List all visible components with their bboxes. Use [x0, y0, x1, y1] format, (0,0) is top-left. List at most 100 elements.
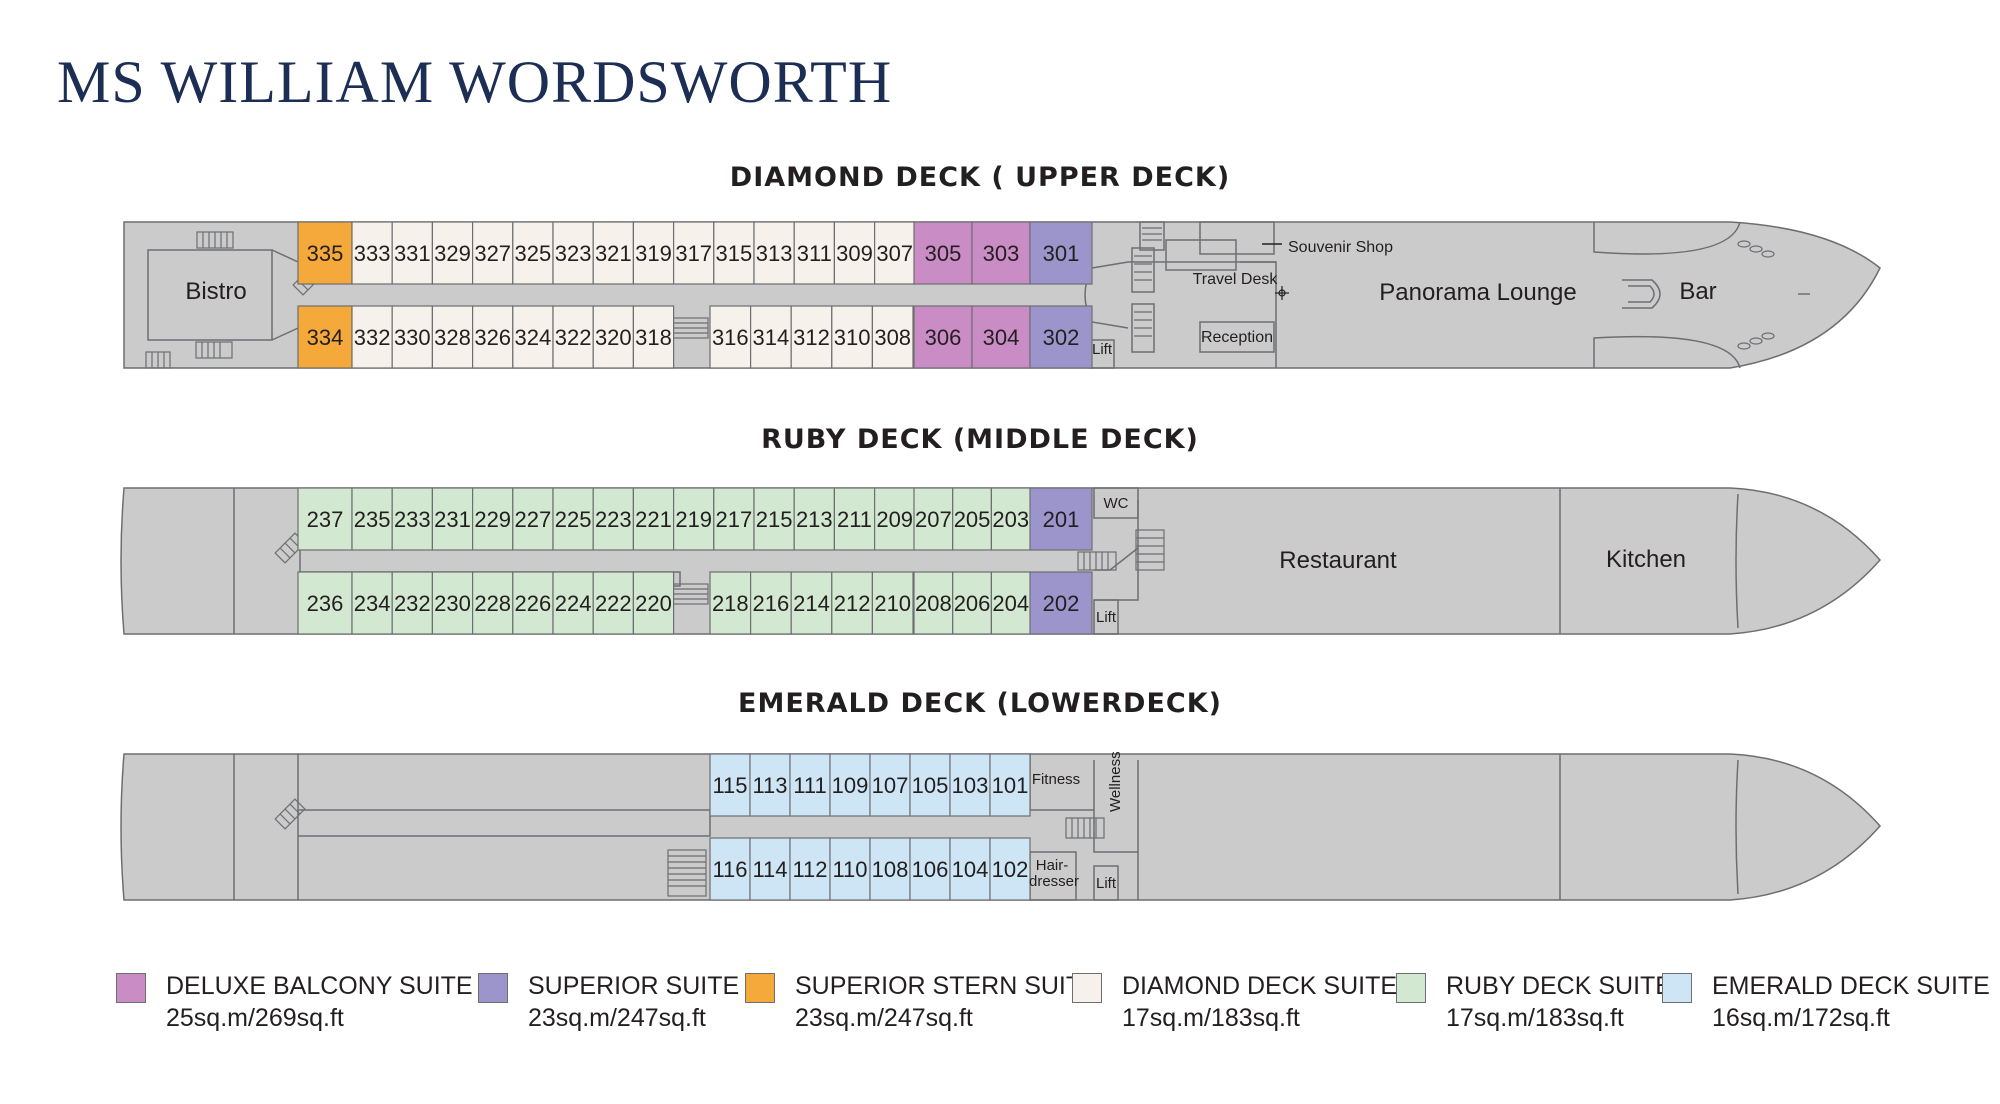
cabin-number-307: 307	[876, 241, 913, 266]
cabin-number-228: 228	[474, 591, 511, 616]
cabin-223	[592, 487, 635, 551]
legend-name: RUBY DECK SUITE	[1446, 972, 1672, 1000]
stairs-icon	[274, 529, 1165, 605]
ruby-lift-label: Lift	[1096, 609, 1117, 626]
cabin-number-218: 218	[712, 591, 749, 616]
cabin-number-332: 332	[354, 325, 391, 350]
cabin-number-327: 327	[474, 241, 511, 266]
legend-name: DELUXE BALCONY SUITE	[166, 972, 473, 1000]
cabin-108	[869, 837, 911, 901]
cabin-number-305: 305	[925, 241, 962, 266]
cabin-211	[833, 487, 876, 551]
cabin-216	[749, 571, 792, 635]
cabin-number-306: 306	[925, 325, 962, 350]
cabin-number-236: 236	[307, 591, 344, 616]
cabin-201	[1029, 487, 1093, 551]
cabin-230	[431, 571, 474, 635]
cabin-number-105: 105	[912, 773, 949, 798]
cabin-number-235: 235	[354, 507, 391, 532]
cabin-202	[1029, 571, 1093, 635]
cabin-334	[297, 305, 353, 369]
cabin-number-319: 319	[635, 241, 672, 266]
legend-swatch	[1662, 973, 1692, 1003]
anchor-icon	[1737, 240, 1775, 350]
legend-swatch	[745, 973, 775, 1003]
cabin-number-318: 318	[635, 325, 672, 350]
legend-name: DIAMOND DECK SUITE	[1122, 972, 1398, 1000]
cabin-number-107: 107	[872, 773, 909, 798]
cabin-number-308: 308	[874, 325, 911, 350]
cabin-321	[592, 221, 635, 285]
cabin-210	[871, 571, 914, 635]
cabin-number-326: 326	[474, 325, 511, 350]
bistro-label: Bistro	[185, 278, 246, 305]
cabin-115	[709, 753, 751, 817]
cabin-332	[351, 305, 393, 369]
cabin-number-321: 321	[595, 241, 632, 266]
cabin-326	[472, 305, 514, 369]
wellness-label: Wellness	[1107, 751, 1124, 812]
cabin-308	[871, 305, 914, 369]
legend-name: EMERALD DECK SUITE	[1712, 972, 1990, 1000]
cabin-323	[552, 221, 594, 285]
lounge-label: Panorama Lounge	[1379, 279, 1576, 306]
diamond-deck-title: DIAMOND DECK ( UPPER DECK)	[729, 162, 1231, 193]
compass-icon	[1275, 286, 1289, 300]
lift-label: Lift	[1092, 341, 1113, 358]
cabin-number-216: 216	[753, 591, 790, 616]
cabin-number-328: 328	[434, 325, 471, 350]
hairdresser-label-line2: dresser	[1029, 873, 1079, 890]
stairs-icon	[274, 798, 1105, 897]
cabin-number-317: 317	[675, 241, 712, 266]
cabin-number-212: 212	[834, 591, 871, 616]
cabin-number-226: 226	[515, 591, 552, 616]
page-title: MS WILLIAM WORDSWORTH	[57, 49, 893, 115]
cabin-114	[749, 837, 791, 901]
cabin-number-201: 201	[1043, 507, 1080, 532]
legend-swatch	[1396, 973, 1426, 1003]
cabin-number-202: 202	[1043, 591, 1080, 616]
cabin-number-309: 309	[836, 241, 873, 266]
cabin-306	[913, 305, 973, 369]
cabin-number-207: 207	[915, 507, 952, 532]
ruby-deck-title: RUBY DECK (MIDDLE DECK)	[761, 424, 1199, 455]
cabin-213	[793, 487, 836, 551]
wc-label: WC	[1104, 495, 1129, 512]
cabin-number-304: 304	[983, 325, 1020, 350]
cabin-number-312: 312	[793, 325, 830, 350]
cabin-110	[829, 837, 871, 901]
cabin-number-237: 237	[307, 507, 344, 532]
cabin-number-114: 114	[752, 857, 787, 882]
cabin-228	[472, 571, 514, 635]
cabin-112	[789, 837, 831, 901]
legend-name: SUPERIOR SUITE	[528, 972, 740, 1000]
cabin-number-234: 234	[354, 591, 391, 616]
cabin-313	[753, 221, 795, 285]
cabin-number-230: 230	[434, 591, 471, 616]
cabin-number-211: 211	[837, 507, 872, 532]
cabin-number-320: 320	[595, 325, 632, 350]
cabin-number-232: 232	[394, 591, 431, 616]
cabin-number-205: 205	[954, 507, 991, 532]
cabin-number-325: 325	[515, 241, 552, 266]
cabin-number-104: 104	[952, 857, 989, 882]
cabin-318	[632, 305, 675, 369]
cabin-331	[391, 221, 434, 285]
cabin-329	[431, 221, 474, 285]
cabin-310	[831, 305, 873, 369]
cabin-number-116: 116	[712, 857, 747, 882]
cabin-number-106: 106	[912, 857, 949, 882]
cabin-227	[512, 487, 554, 551]
cabin-number-313: 313	[756, 241, 793, 266]
cabin-number-225: 225	[555, 507, 592, 532]
emerald-lift-label: Lift	[1096, 875, 1117, 892]
cabin-209	[873, 487, 916, 551]
cabin-number-213: 213	[796, 507, 833, 532]
cabin-number-115: 115	[712, 773, 747, 798]
cabin-number-330: 330	[394, 325, 431, 350]
